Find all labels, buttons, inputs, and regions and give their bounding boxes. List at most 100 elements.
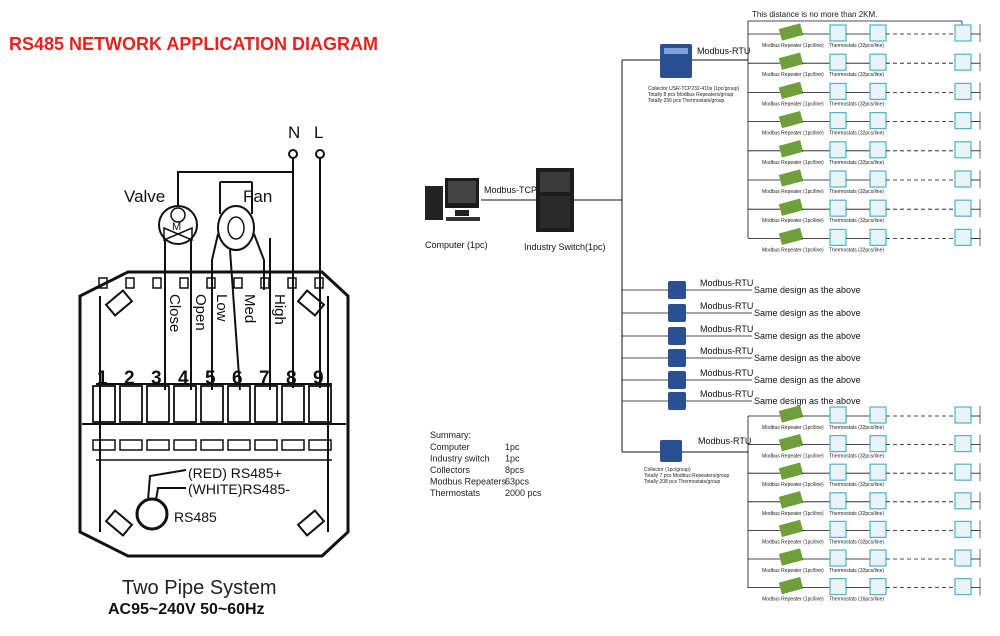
thermostat-icon [829,228,847,246]
thermostat-icon [954,170,972,188]
terminal-slot [146,439,170,451]
corner-tab [104,509,134,537]
terminal-screw [146,385,170,423]
summary-item-qty: 63pcs [505,477,530,487]
summary-item-name: Collectors [430,465,471,475]
repeater-line: Modbus Repeater (1pc/line)Thermostats (3… [748,519,981,545]
modbus-repeater-icon [778,227,804,246]
motor-symbol-label: M [172,221,181,233]
thermostat-label: Thermostats (32pcs/line) [829,160,884,166]
pin-number: 2 [124,368,135,389]
thermostat-label: Thermostats (32pcs/line) [829,189,884,195]
pin-number: 3 [151,368,162,389]
summary-item-qty: 1pc [505,454,520,464]
thermostat-label: Thermostats (32pcs/line) [829,101,884,107]
same-design-label: Same design as the above [754,331,861,341]
repeater-line: Modbus Repeater (1pc/line)Thermostats (3… [748,169,981,195]
terminal-screw [92,385,116,423]
fan-label: Fan [243,187,272,206]
pin-number: 5 [205,368,216,389]
repeater-label: Modbus Repeater (1pc/line) [762,160,824,166]
computer-label: Computer (1pc) [425,240,488,250]
diagram-title: RS485 NETWORK APPLICATION DIAGRAM [9,34,378,54]
collector-icon [668,327,686,345]
collector-bottom-note: Totally 208 pcs Thermostats/group [644,479,721,485]
switch-label: Industry Switch(1pc) [524,242,606,252]
summary-item-name: Computer [430,442,470,452]
repeater-line: Modbus Repeater (1pc/line)Thermostats (3… [748,548,981,574]
collector-top-note: Totally 256 pcs Thermostats/group [648,98,725,104]
connector-bump [98,277,108,289]
thermostat-icon [954,577,972,596]
thermostat-icon [869,435,887,453]
terminal-function-label: High [271,294,288,325]
thermostat-icon [869,199,887,217]
thermostat-label: Thermostats (32pcs/line) [829,511,884,517]
terminal-slot [200,439,224,451]
repeater-label: Modbus Repeater (1pc/line) [762,454,824,460]
thermostat-label: Thermostats (32pcs/line) [829,43,884,49]
terminal-function-label: Low [213,294,230,322]
thermostat-icon [954,82,972,101]
collector-icon [668,392,686,410]
power-spec: AC95~240V 50~60Hz [108,601,265,618]
thermostat-label: Thermostats (32pcs/line) [829,454,884,460]
repeater-line: Modbus Repeater (1pc/line)Thermostats (3… [748,81,981,107]
thermostat-icon [829,53,847,71]
collector-bottom-note: Collector (1pc/group) [644,467,691,473]
thermostat-icon [954,492,972,510]
thermostat-icon [869,53,887,71]
terminal-screw [254,385,278,423]
repeater-label: Modbus Repeater (1pc/line) [762,72,824,78]
repeater-line: Modbus Repeater (1pc/line) Thermostats (3… [748,433,981,460]
collector-icon [668,281,686,299]
repeater-label: Modbus Repeater (1pc/line) [762,43,824,49]
thermostat-icon [829,24,847,42]
thermostat-icon [954,53,972,71]
terminal-slot [173,439,197,451]
rtu-label: Modbus-RTU [700,389,753,399]
thermostat-icon [829,82,847,101]
thermostat-icon [869,141,887,159]
thermostat-icon [829,170,847,188]
corner-tab [296,509,326,537]
thermostat-icon [954,435,972,453]
repeater-label: Modbus Repeater (1pc/line) [762,482,824,488]
summary-item-qty: 2000 pcs [505,488,542,498]
modbus-repeater-icon [778,576,804,595]
thermostat-label: Thermostats (32pcs/line) [829,131,884,137]
thermostat-label: Thermostats (16pcs/line) [829,597,884,603]
thermostat-icon [869,577,887,596]
repeater-line: Modbus Repeater (1pc/line) Thermostats (3… [748,23,981,49]
pin-number: 6 [232,368,243,389]
thermostat-icon [829,492,847,510]
thermostat-icon [954,24,972,42]
repeater-label: Modbus Repeater (1pc/line) [762,218,824,224]
thermostat-icon [869,492,887,510]
modbus-repeater-icon [778,110,804,129]
collector-top-icon [660,44,692,78]
rtu-label-bottom: Modbus-RTU [698,436,751,446]
repeater-line: Modbus Repeater (1pc/line)Thermostats (3… [748,227,981,253]
thermostat-icon [829,141,847,159]
repeater-line: Modbus Repeater (1pc/line)Thermostats (3… [748,52,981,78]
thermostat-icon [954,463,972,481]
terminal-slot [308,439,332,451]
same-design-label: Same design as the above [754,396,861,406]
pin-number: 9 [313,368,324,389]
terminal-slot [281,439,305,451]
thermostat-label: Thermostats (32pcs/line) [829,425,884,431]
thermostat-icon [829,111,847,130]
modbus-repeater-icon [778,491,804,509]
wiring-panel [78,149,350,558]
terminal-screw [227,385,251,423]
modbus-repeater-icon [778,462,804,480]
same-design-label: Same design as the above [754,353,861,363]
repeater-line: Modbus Repeater (1pc/line) Thermostats (3… [748,140,981,166]
thermostat-icon [869,82,887,101]
